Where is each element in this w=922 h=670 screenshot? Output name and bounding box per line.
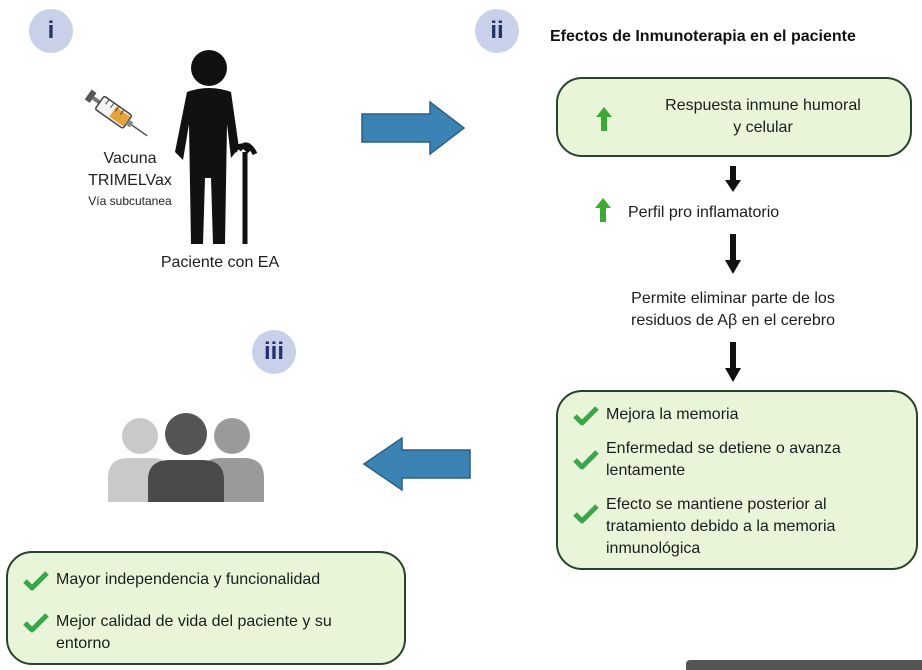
check-icon (573, 504, 599, 524)
result-text-1: Mejora la memoria (606, 404, 738, 426)
treatment-results-box: Mejora la memoria Enfermedad se detiene … (556, 390, 918, 570)
elderly-person-with-cane-icon (175, 50, 258, 244)
outcome-2-line1: Mejor calidad de vida del paciente y su (56, 613, 332, 630)
outcome-text-2: Mejor calidad de vida del paciente y su … (56, 611, 332, 655)
up-arrow-icon (595, 198, 611, 222)
outcome-1-line1: Mayor independencia y funcionalidad (56, 571, 321, 588)
left-arrow-icon (362, 436, 471, 492)
vaccine-line1: Vacuna (103, 150, 157, 167)
patient-label: Paciente con EA (160, 254, 280, 271)
result-text-3: Efecto se mantiene posterior al tratamie… (606, 494, 835, 560)
check-icon (573, 406, 599, 426)
check-icon (23, 571, 49, 591)
immune-response-line2: y celular (733, 119, 793, 136)
people-group-icon (108, 413, 264, 502)
panel-ii-title: Efectos de Inmunoterapia en el paciente (550, 28, 856, 45)
result-item: Mejora la memoria (572, 404, 738, 426)
abeta-line2: residuos de Aβ en el cerebro (631, 312, 835, 329)
footer-bar (686, 660, 922, 670)
vaccine-line2: TRIMELVax (88, 172, 172, 189)
result-item: Enfermedad se detiene o avanza lentament… (572, 438, 841, 482)
immune-response-text: Respuesta inmune humoral y celular (618, 95, 908, 139)
pro-inflammatory-text: Perfil pro inflamatorio (628, 204, 780, 221)
abeta-clearance-text: Permite eliminar parte de los residuos d… (580, 288, 886, 332)
outcome-text-1: Mayor independencia y funcionalidad (56, 569, 320, 591)
right-arrow-icon (361, 100, 466, 156)
result-text-2: Enfermedad se detiene o avanza lentament… (606, 438, 841, 482)
patient-outcomes-box: Mayor independencia y funcionalidad Mejo… (6, 551, 406, 665)
result-2-line1: Enfermedad se detiene o avanza (606, 440, 841, 457)
vaccine-label: Vacuna TRIMELVax (80, 148, 180, 192)
badge-ii: ii (475, 9, 519, 53)
vaccine-route: Vía subcutanea (88, 194, 172, 208)
outcome-item: Mejor calidad de vida del paciente y su … (22, 611, 332, 655)
badge-i: i (29, 9, 73, 53)
down-arrow-icon (725, 166, 741, 192)
result-item: Efecto se mantiene posterior al tratamie… (572, 494, 835, 560)
badge-i-label: i (47, 17, 55, 44)
check-icon (573, 450, 599, 470)
result-2-line2: lentamente (606, 462, 686, 479)
immune-response-line1: Respuesta inmune humoral (665, 97, 861, 114)
outcome-item: Mayor independencia y funcionalidad (22, 569, 320, 591)
badge-iii: iii (252, 330, 296, 374)
result-3-line3: inmunológica (606, 540, 701, 557)
down-arrow-icon (725, 342, 741, 382)
up-arrow-icon (596, 107, 612, 131)
result-3-line1: Efecto se mantiene posterior al (606, 496, 827, 513)
down-arrow-icon (725, 234, 741, 274)
abeta-line1: Permite eliminar parte de los (631, 290, 835, 307)
immune-response-box: Respuesta inmune humoral y celular (556, 77, 912, 157)
syringe-icon (84, 89, 148, 137)
result-3-line2: tratamiento debido a la memoria (606, 518, 836, 535)
badge-ii-label: ii (490, 17, 504, 44)
badge-iii-label: iii (263, 338, 284, 365)
check-icon (23, 613, 49, 633)
outcome-2-line2: entorno (56, 635, 111, 652)
result-1-line1: Mejora la memoria (606, 406, 739, 423)
